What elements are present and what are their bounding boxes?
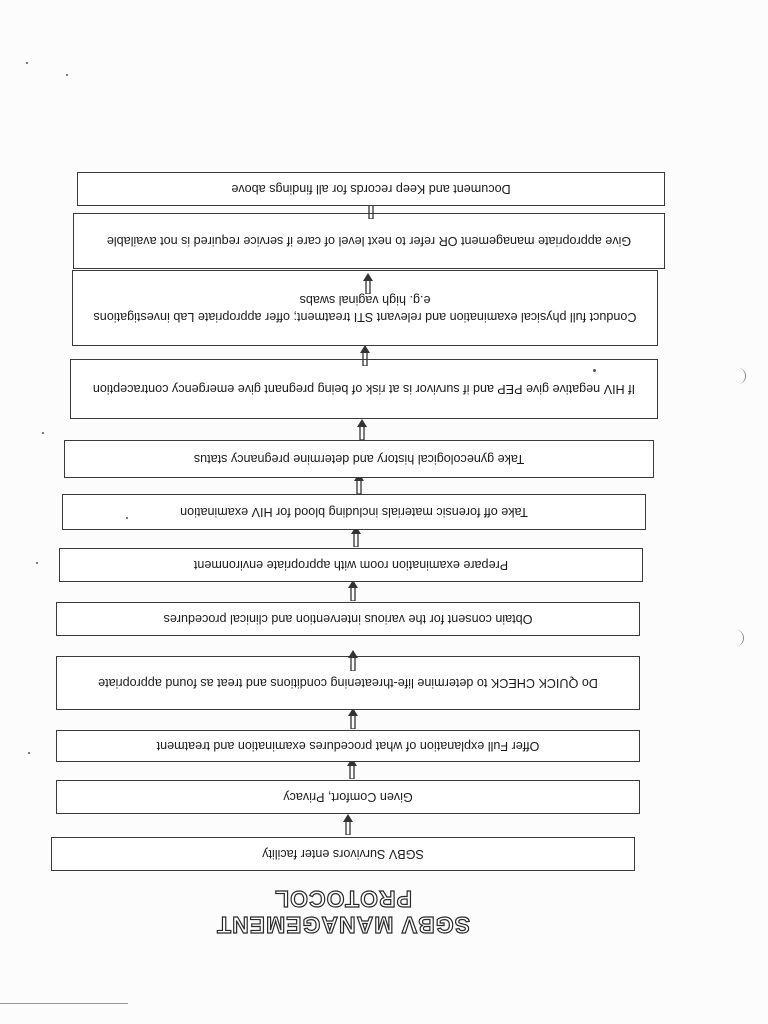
step-box-2: Given Comfort, Privacy (56, 780, 640, 814)
scan-edge-mark (0, 1003, 128, 1004)
step-text: Offer Full explanation of what procedure… (156, 739, 540, 754)
step-box-8: Take gynecological history and determine… (64, 440, 654, 478)
arrow-down-icon (347, 758, 357, 779)
step-box-6: Prepare examination room with appropriat… (59, 548, 643, 582)
arrow-down-icon (351, 526, 361, 547)
arrow-down-icon (343, 814, 353, 835)
step-box-12: Document and Keep records for all findin… (77, 172, 665, 206)
step-text: Prepare examination room with appropriat… (193, 558, 509, 573)
scan-speck (28, 752, 30, 754)
scan-speck (26, 62, 28, 64)
arrow-down-icon (348, 708, 358, 729)
scan-speck (66, 74, 68, 76)
scan-speck (42, 432, 44, 434)
arrow-down-icon (363, 273, 373, 294)
step-text: Given Comfort, Privacy (283, 790, 413, 805)
arrow-down-icon (348, 650, 358, 671)
step-text: Take off forensic materials including bl… (180, 505, 528, 520)
step-box-3: Offer Full explanation of what procedure… (56, 730, 640, 762)
step-text: Give appropriate management OR refer to … (106, 234, 632, 249)
step-text: Do QUICK CHECK to determine life-threate… (98, 676, 598, 691)
step-text: Document and Keep records for all findin… (231, 182, 511, 197)
arrow-down-icon (348, 580, 358, 601)
step-text: Obtain consent for the various intervent… (163, 612, 533, 627)
scan-speck (593, 369, 596, 372)
step-box-9: If HIV negative give PEP and if survivor… (70, 359, 658, 419)
arrow-down-icon (357, 419, 367, 440)
page-title: SGBV MANAGEMENT PROTOCOL (215, 885, 470, 938)
arrow-down-icon (360, 345, 370, 366)
step-box-1: SGBV Survivors enter facility (51, 837, 635, 871)
step-text: If HIV negative give PEP and if survivor… (92, 382, 636, 397)
scan-artifact (731, 368, 746, 384)
step-box-7: Take off forensic materials including bl… (62, 494, 646, 530)
step-text: SGBV Survivors enter facility (262, 847, 424, 862)
scan-speck (126, 517, 128, 519)
step-text: Conduct full physical examination and re… (93, 293, 637, 324)
step-box-11: Give appropriate management OR refer to … (73, 213, 665, 269)
scan-artifact (729, 630, 744, 646)
scan-speck (36, 562, 38, 564)
step-box-5: Obtain consent for the various intervent… (56, 602, 640, 636)
step-text: Take gynecological history and determine… (193, 452, 525, 467)
